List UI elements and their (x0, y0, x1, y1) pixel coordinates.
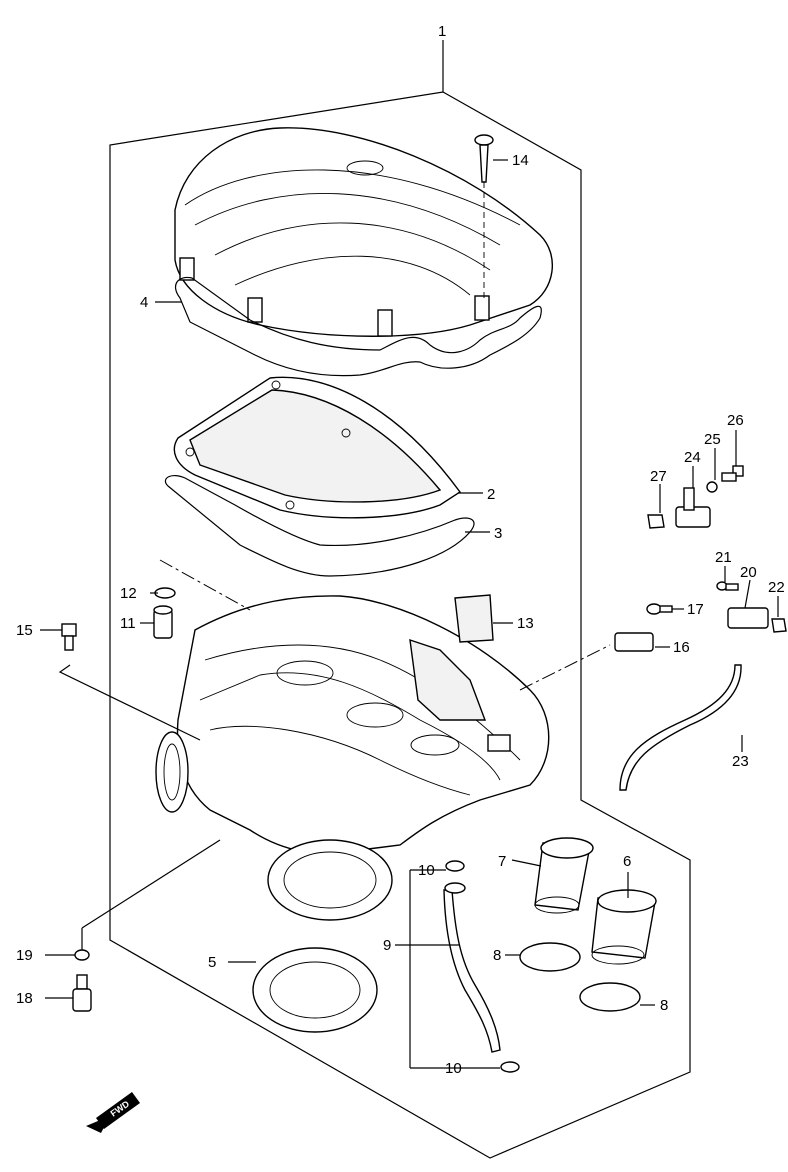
callout-21: 21 (715, 549, 732, 566)
callout-1: 1 (438, 23, 446, 40)
callout-25: 25 (704, 431, 721, 448)
callout-5: 5 (208, 954, 216, 971)
part-21-screw (716, 581, 739, 591)
callout-15: 15 (16, 622, 33, 639)
part-19-washer (74, 949, 90, 961)
callout-11: 11 (120, 615, 136, 632)
callout-3: 3 (494, 525, 502, 542)
dash-leader-12 (159, 559, 251, 611)
part-11-cap (153, 605, 173, 639)
part-6-boot (591, 889, 657, 965)
part-8-clamp-lower (579, 982, 641, 1012)
callout-10-upper: 10 (418, 862, 435, 879)
callout-2: 2 (487, 486, 495, 503)
callout-19: 19 (16, 947, 33, 964)
callout-labels: 1 14 4 2 3 12 11 13 15 16 17 27 24 25 26… (16, 23, 785, 1077)
part-15-bolt (61, 623, 77, 651)
callout-26: 26 (727, 412, 744, 429)
callout-20: 20 (740, 564, 757, 581)
callout-13: 13 (517, 615, 534, 632)
part-10-clip-upper (445, 860, 465, 872)
part-7-boot (534, 837, 594, 914)
part-27-nut (647, 514, 665, 529)
callout-14: 14 (512, 152, 529, 169)
part-22-nut (771, 618, 787, 633)
callout-7: 7 (498, 853, 506, 870)
assembly-boundary (109, 91, 691, 1159)
part-8-clamp-upper (519, 942, 581, 972)
fwd-arrow-icon: FWD (86, 1092, 140, 1133)
part-5-seal (252, 947, 378, 1033)
screw-14 (474, 134, 494, 183)
part-20-valve (727, 607, 769, 629)
part-13-screen (454, 594, 494, 643)
callout-12: 12 (120, 585, 137, 602)
filter-gasket (164, 474, 475, 577)
callout-16: 16 (673, 639, 690, 656)
leader-lines (40, 159, 779, 1069)
part-24-bracket-sensor (675, 487, 711, 528)
air-cleaner-case (155, 595, 550, 921)
callout-17: 17 (687, 601, 704, 618)
callout-6: 6 (623, 853, 631, 870)
callout-22: 22 (768, 579, 785, 596)
part-17-screw (646, 603, 673, 615)
part-9-hose (443, 889, 501, 1053)
callout-27: 27 (650, 468, 667, 485)
part-23-hose (619, 664, 742, 791)
callout-8-lower: 8 (660, 997, 668, 1014)
part-18-sensor (72, 974, 92, 1012)
cap-gasket (175, 276, 542, 377)
part-16-sensor (614, 632, 654, 652)
callout-8-upper: 8 (493, 947, 501, 964)
callout-9: 9 (383, 937, 391, 954)
dash-leader-16 (519, 644, 611, 691)
callout-18: 18 (16, 990, 33, 1007)
part-26-bolt (721, 465, 744, 482)
part-25-washer (706, 481, 718, 493)
callout-10-lower: 10 (445, 1060, 462, 1077)
air-cleaner-cap (174, 127, 554, 337)
callout-24: 24 (684, 449, 701, 466)
callout-23: 23 (732, 753, 749, 770)
callout-4: 4 (140, 294, 148, 311)
part-10-clip-lower (500, 1061, 520, 1073)
filter-element (173, 376, 462, 519)
